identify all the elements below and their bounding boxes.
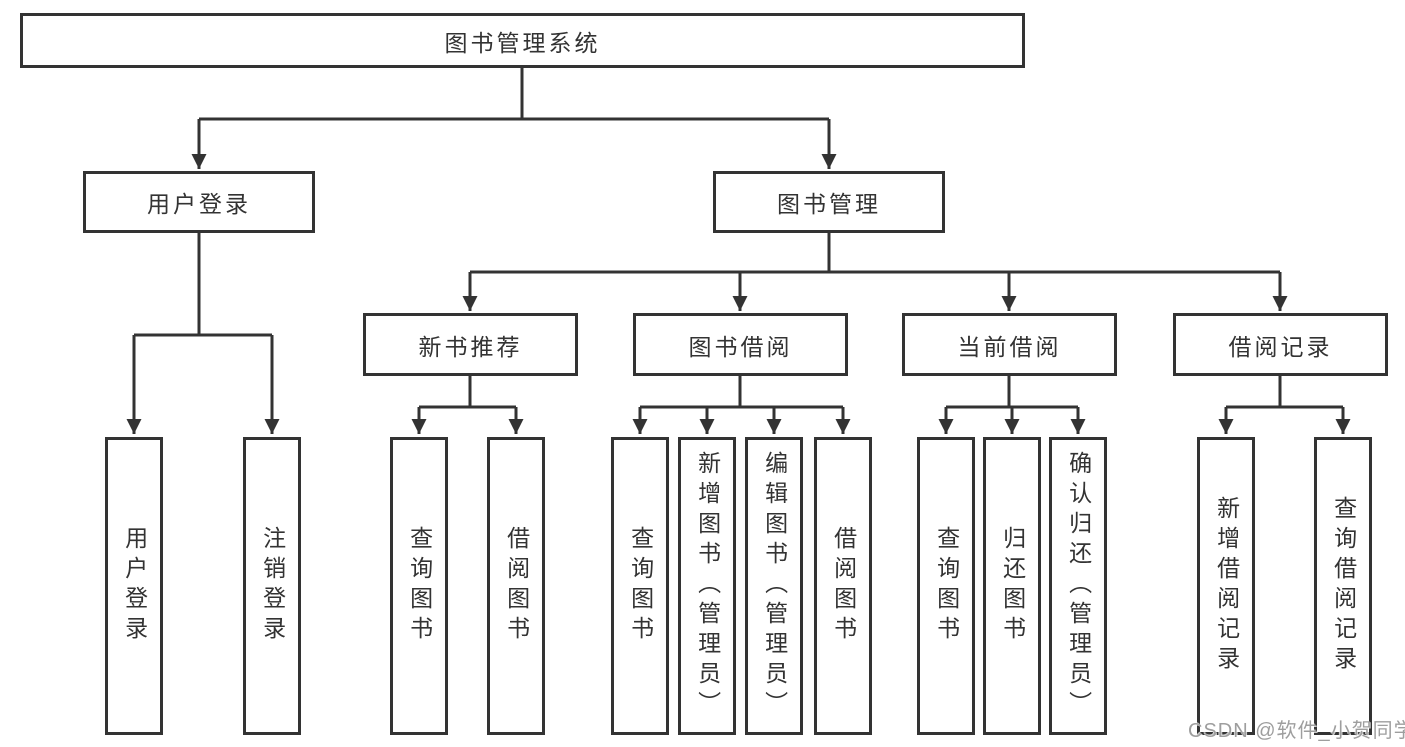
leaf-add-borrow-record-label: 新增借阅记录 — [1213, 496, 1240, 676]
node-book-management-label: 图书管理 — [777, 191, 881, 217]
leaf-edit-book-admin-label: 编辑图书（管理员） — [761, 451, 788, 721]
node-book-management-system-label: 图书管理系统 — [444, 29, 601, 56]
node-current-borrowing: 当前借阅 — [902, 313, 1117, 376]
leaf-query-books-recommend: 查询图书 — [390, 437, 448, 735]
leaf-borrow-books-borrowing-label: 借阅图书 — [830, 526, 857, 646]
leaf-query-books-recommend-label: 查询图书 — [406, 526, 433, 646]
leaf-user-login: 用户登录 — [105, 437, 163, 735]
node-user-login-label: 用户登录 — [147, 191, 251, 217]
leaf-return-book-label: 归还图书 — [999, 526, 1026, 646]
leaf-borrow-books-recommend: 借阅图书 — [487, 437, 545, 735]
node-new-book-recommendation-label: 新书推荐 — [418, 333, 523, 360]
leaf-query-books-borrowing-label: 查询图书 — [627, 526, 654, 646]
leaf-logout-label: 注销登录 — [259, 526, 286, 646]
leaf-query-borrow-record-label: 查询借阅记录 — [1330, 496, 1357, 676]
node-book-borrowing-label: 图书借阅 — [688, 333, 793, 360]
leaf-confirm-return-admin: 确认归还（管理员） — [1049, 437, 1107, 735]
leaf-borrow-books-recommend-label: 借阅图书 — [503, 526, 530, 646]
leaf-logout: 注销登录 — [243, 437, 301, 735]
leaf-add-book-admin: 新增图书（管理员） — [678, 437, 736, 735]
leaf-return-book: 归还图书 — [983, 437, 1041, 735]
node-book-management: 图书管理 — [713, 171, 945, 233]
node-book-borrowing: 图书借阅 — [633, 313, 848, 376]
node-borrowing-records: 借阅记录 — [1173, 313, 1388, 376]
node-current-borrowing-label: 当前借阅 — [957, 333, 1062, 360]
leaf-add-borrow-record: 新增借阅记录 — [1197, 437, 1255, 735]
node-book-management-system: 图书管理系统 — [20, 13, 1025, 68]
leaf-query-books-current: 查询图书 — [917, 437, 975, 735]
leaf-borrow-books-borrowing: 借阅图书 — [814, 437, 872, 735]
leaf-query-books-current-label: 查询图书 — [933, 526, 960, 646]
node-borrowing-records-label: 借阅记录 — [1228, 333, 1333, 360]
leaf-edit-book-admin: 编辑图书（管理员） — [745, 437, 803, 735]
leaf-query-borrow-record: 查询借阅记录 — [1314, 437, 1372, 735]
node-new-book-recommendation: 新书推荐 — [363, 313, 578, 376]
leaf-query-books-borrowing: 查询图书 — [611, 437, 669, 735]
leaf-add-book-admin-label: 新增图书（管理员） — [694, 451, 721, 721]
leaf-user-login-label: 用户登录 — [121, 526, 148, 646]
leaf-confirm-return-admin-label: 确认归还（管理员） — [1065, 451, 1092, 721]
node-user-login: 用户登录 — [83, 171, 315, 233]
